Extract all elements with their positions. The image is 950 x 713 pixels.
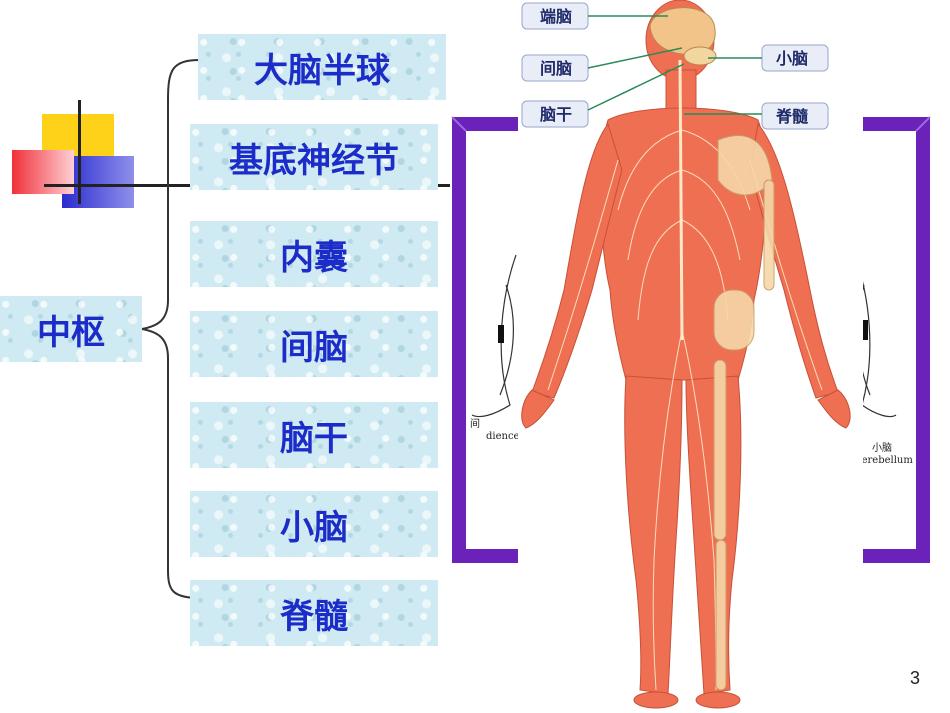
item-brainstem: 脑干: [190, 402, 438, 468]
item-spinal-cord: 脊髓: [190, 580, 438, 646]
page-number: 3: [909, 668, 920, 688]
hub-label: 中枢: [37, 312, 105, 353]
item-label: 脊髓: [280, 596, 348, 637]
item-internal-capsule: 内囊: [190, 221, 438, 287]
item-basal-ganglia: 基底神经节: [190, 124, 438, 190]
item-label: 内囊: [280, 237, 348, 278]
item-cerebral-hemisphere: 大脑半球: [198, 34, 446, 100]
nervous-system-figure: 端脑 间脑 脑干 小脑 脊髓: [518, 0, 863, 713]
item-label: 基底神经节: [229, 140, 399, 181]
bg-left-en: dienceph: [486, 431, 533, 442]
label-spinal-cord: 脊髓: [684, 102, 829, 130]
item-label: 小脑: [280, 507, 348, 548]
label-telencephalon: 端脑: [521, 2, 668, 30]
bg-right-en: cerebellum: [856, 455, 913, 466]
svg-text:脑干: 脑干: [540, 105, 572, 124]
item-cerebellum: 小脑: [190, 491, 438, 557]
svg-text:间脑: 间脑: [540, 59, 572, 78]
item-label: 间脑: [280, 327, 348, 368]
bg-right-cn: 小脑: [872, 441, 892, 454]
label-diencephalon: 间脑: [521, 47, 683, 82]
decor-blue-square: [62, 156, 134, 208]
label-brainstem: 脑干: [521, 63, 685, 128]
hub-box: 中枢: [0, 296, 142, 362]
item-label: 大脑半球: [254, 50, 390, 91]
svg-text:端脑: 端脑: [540, 7, 572, 26]
label-cerebellum: 小脑: [708, 44, 829, 72]
svg-text:小脑: 小脑: [776, 49, 808, 68]
decor-vertical-line: [78, 100, 81, 204]
bg-left-cn: 间: [470, 417, 480, 430]
svg-text:脊髓: 脊髓: [775, 107, 809, 126]
item-diencephalon: 间脑: [190, 311, 438, 377]
brace-connector: [141, 59, 201, 599]
decor-red-square: [12, 150, 74, 194]
item-label: 脑干: [280, 418, 348, 459]
